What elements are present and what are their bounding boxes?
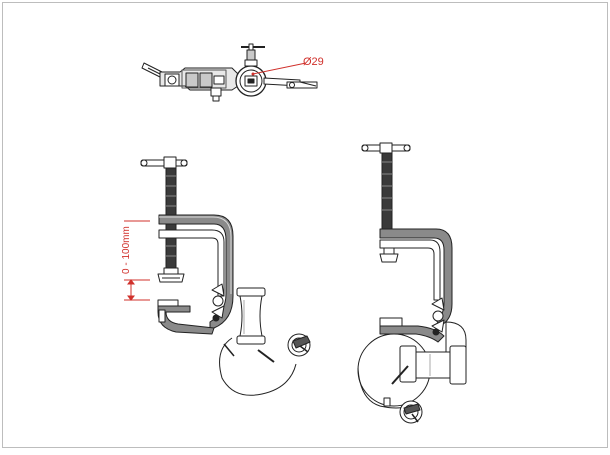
right-quick-release-ring	[399, 400, 423, 424]
left-safety-cable	[219, 337, 297, 396]
left-t-handle	[140, 156, 188, 169]
left-screw-jaw	[157, 267, 185, 283]
diameter-label: Ø29	[303, 56, 324, 68]
right-spring-pin	[391, 365, 409, 385]
top-view-tube	[235, 65, 267, 97]
left-quick-release-ring	[287, 333, 311, 357]
right-clamp-view	[357, 142, 467, 424]
left-lower-jaw	[157, 299, 215, 335]
right-tube	[357, 333, 467, 407]
right-screw-jaw	[379, 247, 399, 263]
top-view-t-screw	[241, 43, 265, 67]
right-wing-nut	[431, 297, 467, 353]
right-t-handle	[361, 142, 411, 154]
top-view-safety-arm	[263, 77, 318, 89]
diameter-annotation: Ø29	[251, 56, 324, 76]
left-wing-nut	[211, 283, 225, 322]
range-label: 0 - 100mm	[121, 226, 132, 274]
range-dimension	[124, 220, 150, 301]
left-spring-pin	[223, 343, 275, 363]
top-view-body	[159, 67, 239, 102]
drawing-frame	[2, 2, 608, 448]
right-threaded-screw	[381, 152, 393, 232]
top-view	[141, 43, 318, 102]
left-c-frame	[158, 214, 234, 331]
right-lower-jaw	[379, 317, 445, 343]
left-tube-coupler	[236, 287, 266, 345]
left-clamp-view	[140, 156, 311, 396]
